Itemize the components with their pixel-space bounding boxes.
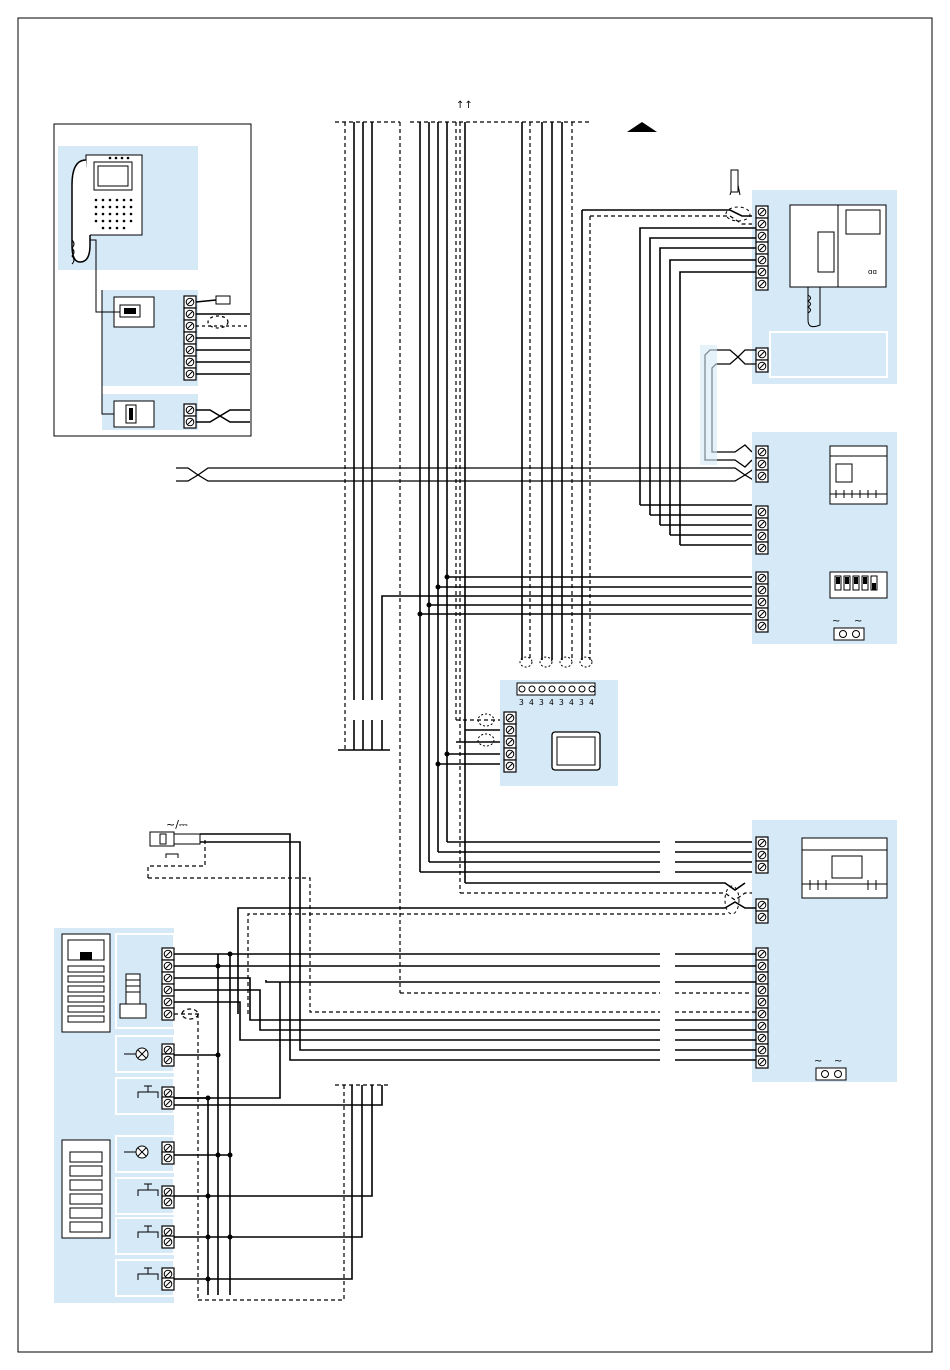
riser-left-break [338, 720, 390, 750]
panel-terminal-strip [162, 948, 174, 1020]
switcher-strip-b [756, 572, 768, 632]
apartment-station-module: ɑɑ [726, 170, 897, 384]
header-marker: ↑↑ [456, 100, 473, 111]
door-entry-panel-icon [62, 934, 110, 1032]
terminal-digit-8: 4 [589, 698, 594, 707]
lock-power-label: ~/⎓ [166, 818, 188, 831]
station-terminal-strip [756, 206, 768, 290]
terminal-digit-4: 4 [549, 698, 554, 707]
lock-icon [114, 401, 154, 427]
terminal-digit-7: 3 [579, 698, 584, 707]
switcher-strip-a [756, 506, 768, 554]
audio-module-icon [802, 838, 887, 898]
audio-ac-left: ~ [814, 1056, 822, 1067]
handset-terminal-strip [184, 296, 196, 428]
terminal-digit-5: 3 [559, 698, 564, 707]
video-switcher-module: ~ ~ [752, 432, 897, 644]
distributor-module: 3 4 3 4 3 4 3 4 [456, 657, 618, 786]
audio-strip-b [756, 899, 768, 923]
distributor-strip [504, 712, 516, 772]
svg-text:ɑɑ: ɑɑ [868, 268, 877, 276]
terminal-digit-6: 4 [569, 698, 574, 707]
audio-module: ~ ~ [725, 820, 897, 1082]
terminal-digit-1: 3 [519, 698, 524, 707]
lock-power-icon: ~/⎓ [150, 818, 200, 858]
dip-switch-icon [830, 572, 887, 598]
audio-ac-right: ~ [834, 1056, 842, 1067]
switcher-ac-left: ~ [832, 616, 840, 627]
entrance-panel-module [54, 928, 174, 1303]
audio-strip-c [756, 948, 768, 1068]
switcher-pair-terminal [756, 446, 768, 482]
name-card-panel-icon [62, 1140, 110, 1238]
station-pair-terminal [756, 348, 768, 372]
terminal-digit-3: 3 [539, 698, 544, 707]
up-arrow-icon [627, 122, 657, 132]
monitor-icon [552, 732, 600, 770]
audio-strip-a [756, 837, 768, 873]
video-switcher-icon [830, 446, 887, 504]
terminal-digit-2: 4 [529, 698, 534, 707]
switcher-ac-right: ~ [854, 616, 862, 627]
handset-station-box [54, 124, 251, 436]
